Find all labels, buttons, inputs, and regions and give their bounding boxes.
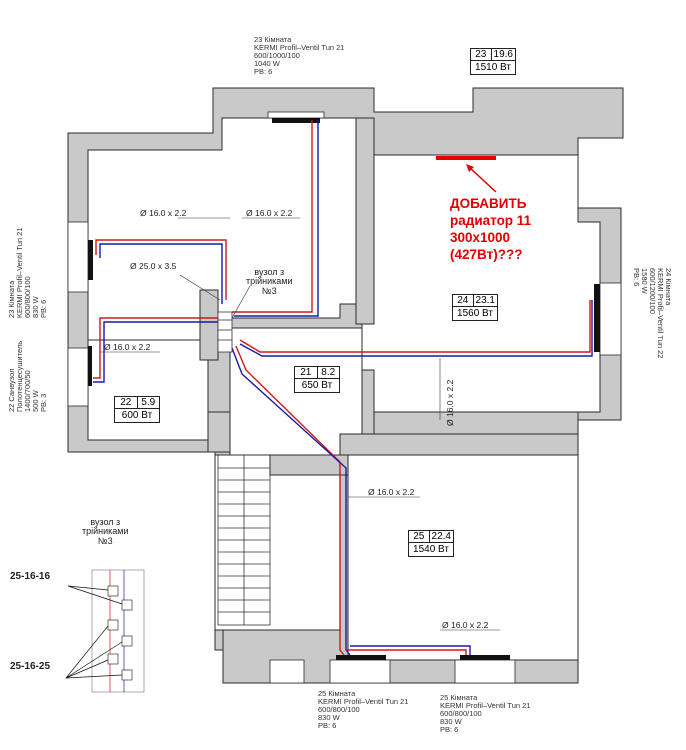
radiator-bottom1-pb: PB: 6 — [318, 720, 337, 730]
room-id: 24 — [453, 295, 474, 306]
room-area: 5.9 — [141, 397, 156, 408]
detail-label-a: 25-16-16 — [10, 571, 51, 582]
new-radiator-marker — [436, 156, 496, 160]
pipe-label-1: Ø 16.0 x 2.2 — [140, 208, 187, 218]
radiator-bottom2 — [460, 655, 510, 660]
room-id: 25 — [409, 531, 430, 542]
radiator-top-label: 23 Кімната KERMI Profil–Ventil Tun 21 60… — [254, 36, 344, 75]
detail-title-line1: вузол з — [90, 517, 121, 527]
radiator-bottom2-room: 25 Кімната — [440, 693, 478, 702]
node-detail — [65, 569, 145, 693]
radiator-bottom1-room: 25 Кімната — [318, 689, 356, 698]
radiator-bottom2-size: 600/800/100 — [440, 708, 482, 718]
node-label-line3: №3 — [261, 285, 277, 296]
radiator-bottom2-pb: PB: 6 — [440, 724, 459, 734]
pipe-label-7: Ø 16.0 x 2.2 — [442, 620, 489, 630]
radiator-bottom2-label: 25 Кімната KERMI Profil–Ventil Tun 21 60… — [440, 694, 530, 733]
room-id: 23 — [471, 49, 492, 60]
stairs — [217, 454, 271, 626]
node-label: вузол з трійниками №3 — [246, 267, 293, 296]
radiator-top-power: 1040 W — [254, 58, 280, 68]
radiator-right-size: 600/1200/100 — [648, 268, 658, 314]
radiator-bottom1-power: 830 W — [318, 712, 340, 722]
partitions — [199, 117, 579, 651]
room-area: 19.6 — [493, 49, 513, 60]
radiator-top-room: 23 Кімната — [254, 35, 292, 44]
radiator-left-pb: PB: 6 — [38, 299, 48, 318]
radiator-right-label: 24 Кімната KERMI Profil–Ventil Tun 22 60… — [632, 268, 674, 359]
room-power: 1540 Вт — [413, 544, 449, 555]
radiator-bottom1 — [336, 655, 386, 660]
radiator-bottom2-model: KERMI Profil–Ventil Tun 21 — [440, 700, 531, 710]
room-area: 22.4 — [431, 531, 451, 542]
pipes — [93, 120, 593, 656]
radiator-left2 — [88, 346, 92, 386]
node-label-line2: трійниками — [246, 276, 293, 287]
radiator-bottom1-model: KERMI Profil–Ventil Tun 21 — [318, 696, 409, 706]
detail-label-b: 25-16-25 — [10, 661, 51, 672]
room-id: 22 — [115, 397, 138, 408]
radiator-top-model: KERMI Profil–Ventil Tun 21 — [254, 42, 345, 52]
radiator-right — [594, 284, 600, 352]
radiator-top — [272, 118, 320, 123]
room-power: 650 Вт — [301, 380, 333, 391]
room-area: 23.1 — [475, 295, 495, 306]
note-line4: (427Вт)??? — [450, 246, 523, 262]
radiator-left2-pb: PB: 3 — [38, 393, 48, 412]
radiator-left2-label: 22 Санвузол Полотенцесушитель 1400/700/5… — [7, 341, 48, 412]
pipe-label-2: Ø 16.0 x 2.2 — [246, 208, 293, 218]
room-area: 8.2 — [321, 367, 336, 378]
radiator-left-label: 23 Кімната KERMI Profil–Ventil Tun 21 60… — [7, 228, 48, 318]
pipe-label-4: Ø 16.0 x 2.2 — [104, 342, 151, 352]
room-power: 1510 Вт — [475, 62, 511, 73]
radiator-right-power: 1580 W — [640, 268, 650, 294]
note-line2: радиатор 11 — [450, 212, 532, 228]
radiator-right-model: KERMI Profil–Ventil Tun 22 — [656, 268, 666, 359]
detail-title-line2: трійниками — [82, 526, 129, 537]
rooms — [87, 117, 601, 661]
radiator-right-room: 24 Кімната — [664, 268, 673, 306]
detail-title: вузол з трійниками №3 — [82, 517, 129, 546]
add-radiator-note: ДОБАВИТЬ радиатор 11 300x1000 (427Вт)??? — [450, 196, 531, 264]
radiator-bottom1-label: 25 Кімната KERMI Profil–Ventil Tun 21 60… — [318, 690, 408, 729]
room-id: 21 — [295, 367, 318, 378]
radiators — [88, 118, 600, 660]
room-power: 1560 Вт — [457, 308, 493, 319]
radiator-bottom1-size: 600/800/100 — [318, 704, 360, 714]
radiator-top-size: 600/1000/100 — [254, 50, 300, 60]
note-arrow — [469, 167, 497, 193]
room-power: 600 Вт — [121, 410, 153, 421]
radiator-bottom2-power: 830 W — [440, 716, 462, 726]
pipe-label-3: Ø 25.0 x 3.5 — [130, 261, 177, 271]
note-arrow-head — [466, 164, 474, 172]
radiator-top-pb: PB: 6 — [254, 66, 273, 76]
node-label-line1: вузол з — [254, 267, 285, 277]
windows — [67, 111, 622, 684]
radiator-left — [88, 240, 93, 280]
pipe-label-6: Ø 16.0 x 2.2 — [368, 487, 415, 497]
note-line3: 300x1000 — [450, 229, 511, 245]
radiator-right-pb: PB: 6 — [632, 268, 642, 287]
detail-title-line3: №3 — [97, 535, 113, 546]
leaders — [100, 217, 500, 631]
note-line1: ДОБАВИТЬ — [450, 196, 527, 211]
manifold — [217, 311, 233, 353]
pipe-label-5: Ø 16.0 x 2.2 — [445, 379, 455, 426]
